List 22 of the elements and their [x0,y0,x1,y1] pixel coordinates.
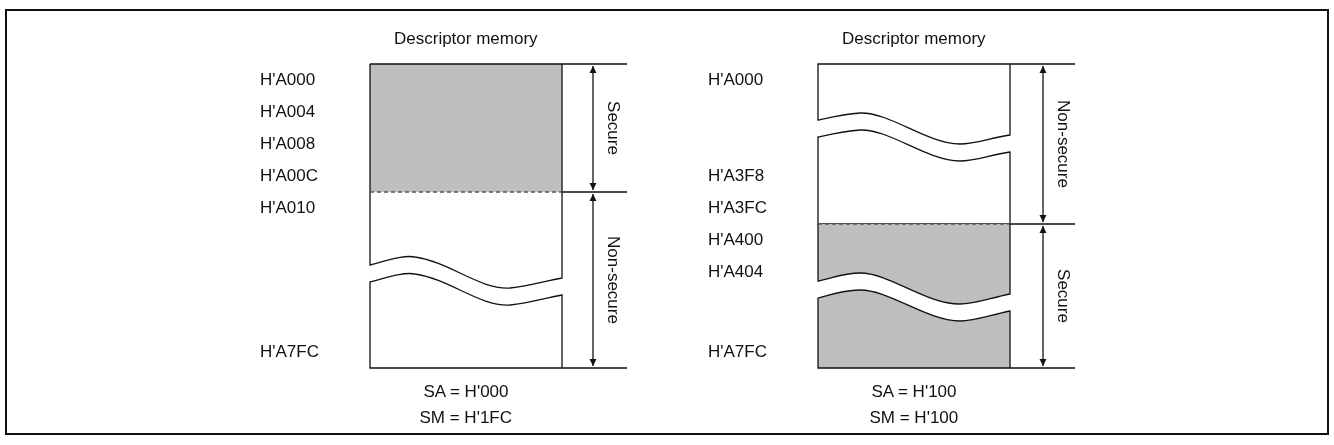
address-label: H'A400 [708,230,764,250]
address-label: H'A008 [260,134,316,154]
address-label: H'A7FC [708,342,767,362]
address-label: H'A3F8 [708,166,765,186]
address-label: H'A3FC [708,198,767,218]
region-label: Secure [602,101,623,155]
address-label: H'A010 [260,198,316,218]
address-label: H'A004 [260,102,316,122]
address-label: H'A000 [260,70,316,90]
address-label: H'A000 [708,70,764,90]
memory-title: Descriptor memory [394,29,538,49]
address-label: H'A404 [708,262,764,282]
address-label: H'A7FC [260,342,319,362]
region-label: Non-secure [602,236,623,324]
memory-title: Descriptor memory [842,29,986,49]
region-label: Non-secure [1052,100,1073,188]
address-label: H'A00C [260,166,319,186]
register-value: SM = H'100 [869,408,959,428]
region-label: Secure [1052,269,1073,323]
register-value: SA = H'000 [423,382,509,402]
register-value: SM = H'1FC [419,408,512,428]
register-value: SA = H'100 [871,382,957,402]
